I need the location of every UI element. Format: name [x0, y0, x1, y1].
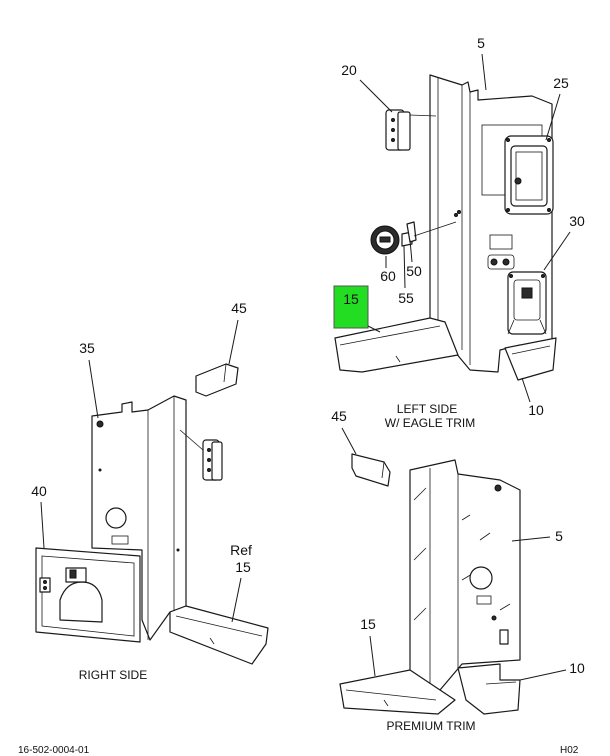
part-10-box-premium: [457, 663, 521, 715]
callout-20[interactable]: 20: [341, 62, 357, 78]
callout-ref-line1[interactable]: Ref: [230, 542, 252, 558]
callout-25[interactable]: 25: [553, 75, 569, 91]
callout-40[interactable]: 40: [31, 483, 47, 499]
part-15-sill-ref: [169, 605, 269, 665]
callout-10-top[interactable]: 10: [528, 402, 544, 418]
right-side-assembly: [35, 363, 269, 665]
callout-45-right[interactable]: 45: [331, 408, 347, 424]
part-25-handle: [504, 135, 554, 215]
drawing-number: 16-502-0004-01: [18, 745, 90, 756]
part-10-box-top: [504, 337, 557, 381]
callout-35[interactable]: 35: [79, 340, 95, 356]
callout-15-bottom[interactable]: 15: [360, 616, 376, 632]
part-30-pull-cup: [507, 271, 547, 335]
sheet-code: H02: [560, 745, 579, 756]
part-20-hinge-right-side: [179, 429, 223, 481]
panel-35-right-side: [91, 395, 187, 641]
caption-right-side: RIGHT SIDE: [79, 668, 147, 682]
callout-5-right[interactable]: 5: [555, 528, 563, 544]
caption-left-side-1: LEFT SIDE: [397, 402, 457, 416]
callout-5-top[interactable]: 5: [477, 35, 485, 51]
callout-10-bottom[interactable]: 10: [569, 660, 585, 676]
part-15-sill-premium: [339, 669, 456, 715]
callout-45-left[interactable]: 45: [231, 300, 247, 316]
panel-5-premium: [409, 459, 521, 691]
left-side-eagle-trim-assembly: [334, 74, 557, 381]
part-45-bracket-left: [195, 363, 239, 397]
callout-50[interactable]: 50: [406, 263, 422, 279]
part-20-hinge: [385, 109, 437, 151]
part-45-bracket-right: [351, 453, 391, 487]
callout-15-highlight[interactable]: 15: [343, 291, 359, 307]
caption-left-side-2: W/ EAGLE TRIM: [385, 416, 475, 430]
premium-trim-assembly: [339, 453, 521, 715]
callout-30[interactable]: 30: [569, 213, 585, 229]
highlight-box-15[interactable]: [333, 285, 369, 329]
caption-premium-trim: PREMIUM TRIM: [386, 719, 475, 733]
part-60-knob: [370, 225, 400, 255]
part-15-sill-top: [334, 317, 459, 373]
callout-60[interactable]: 60: [380, 268, 396, 284]
callout-ref-line2[interactable]: 15: [235, 559, 251, 575]
callout-55[interactable]: 55: [398, 290, 414, 306]
